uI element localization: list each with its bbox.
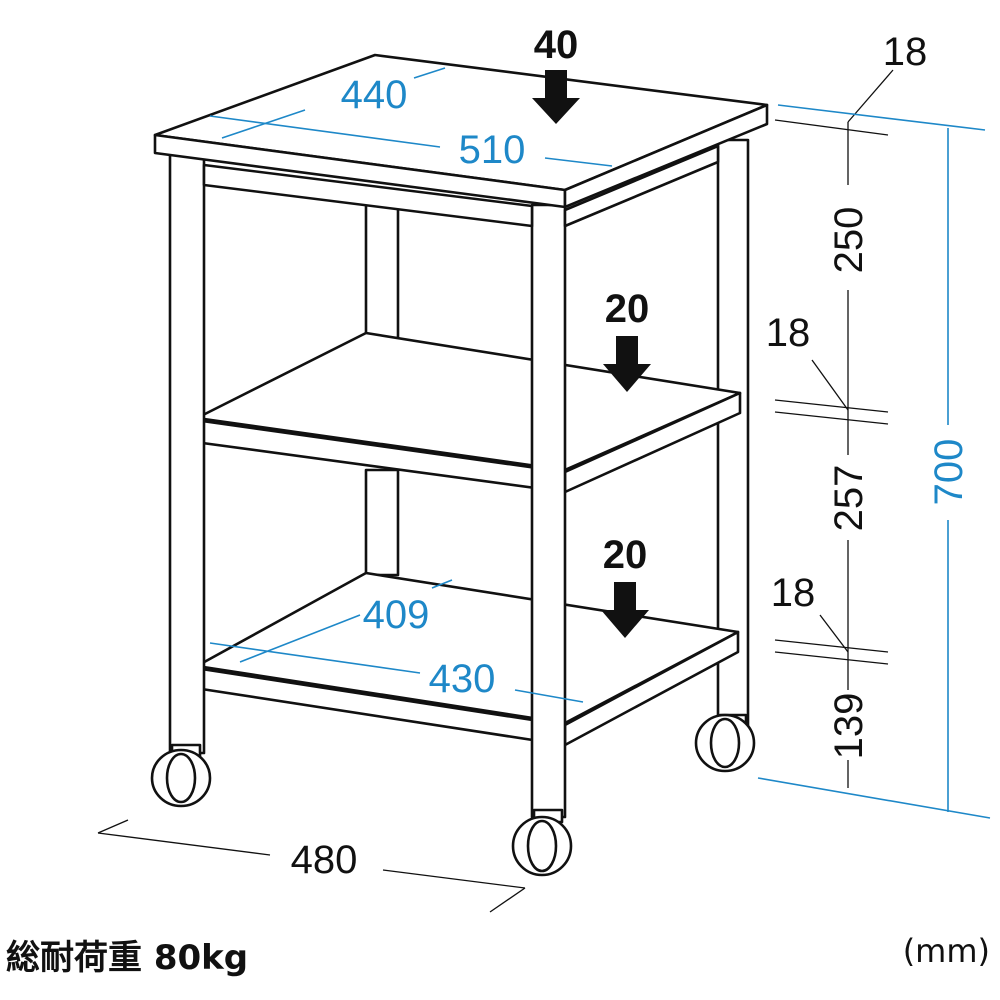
cart-frame <box>150 53 769 877</box>
dim-label-upper-gap: 250 <box>827 207 871 274</box>
load-mark-bottom: 20 <box>601 533 649 638</box>
dim-label-floor-clearance: 139 <box>827 693 871 760</box>
dim-label-bottom-thickness: 18 <box>771 571 816 615</box>
dim-top-depth: 440 <box>221 67 446 139</box>
dim-base-width: 480 <box>97 819 526 913</box>
caster-front-right <box>511 808 573 877</box>
load-mark-middle: 20 <box>603 287 651 392</box>
back-left-leg-lower <box>364 468 400 577</box>
load-value-bottom: 20 <box>603 533 648 577</box>
back-left-leg-upper <box>364 203 400 340</box>
dim-label-top-depth: 440 <box>341 73 408 117</box>
front-right-leg <box>530 203 567 819</box>
caster-front-left <box>150 743 212 808</box>
dim-label-shelf-depth: 409 <box>363 593 430 637</box>
dim-shelf-depth: 409 <box>239 579 453 663</box>
unit-caption: (mm) <box>902 932 990 970</box>
load-value-middle: 20 <box>605 287 650 331</box>
dim-label-lower-gap: 257 <box>827 465 871 532</box>
dim-top-width: 510 <box>209 115 613 172</box>
dim-shelf-width: 430 <box>209 642 584 703</box>
dim-label-middle-thickness: 18 <box>766 311 811 355</box>
dim-label-top-width: 510 <box>459 128 526 172</box>
down-arrow-icon <box>532 70 580 124</box>
caster-back-right <box>694 713 756 773</box>
top-board-side-edge <box>563 103 769 209</box>
dim-total-height: 700 <box>757 104 991 819</box>
dim-label-shelf-width: 430 <box>429 657 496 701</box>
load-mark-top: 40 <box>532 23 580 124</box>
dim-label-total-height: 700 <box>927 439 971 506</box>
front-left-leg <box>168 153 206 755</box>
down-arrow-icon <box>601 582 649 638</box>
down-arrow-icon <box>603 336 651 392</box>
top-apron-front <box>202 163 534 228</box>
dim-label-base-width: 480 <box>291 838 358 882</box>
load-value-top: 40 <box>534 23 579 67</box>
dim-label-top-thickness: 18 <box>883 30 928 74</box>
dim-vertical-chain: 18 18 18 250 257 139 <box>766 30 928 788</box>
top-apron-side <box>563 144 720 228</box>
load-capacity-caption: 総耐荷重 80kg <box>6 938 249 978</box>
